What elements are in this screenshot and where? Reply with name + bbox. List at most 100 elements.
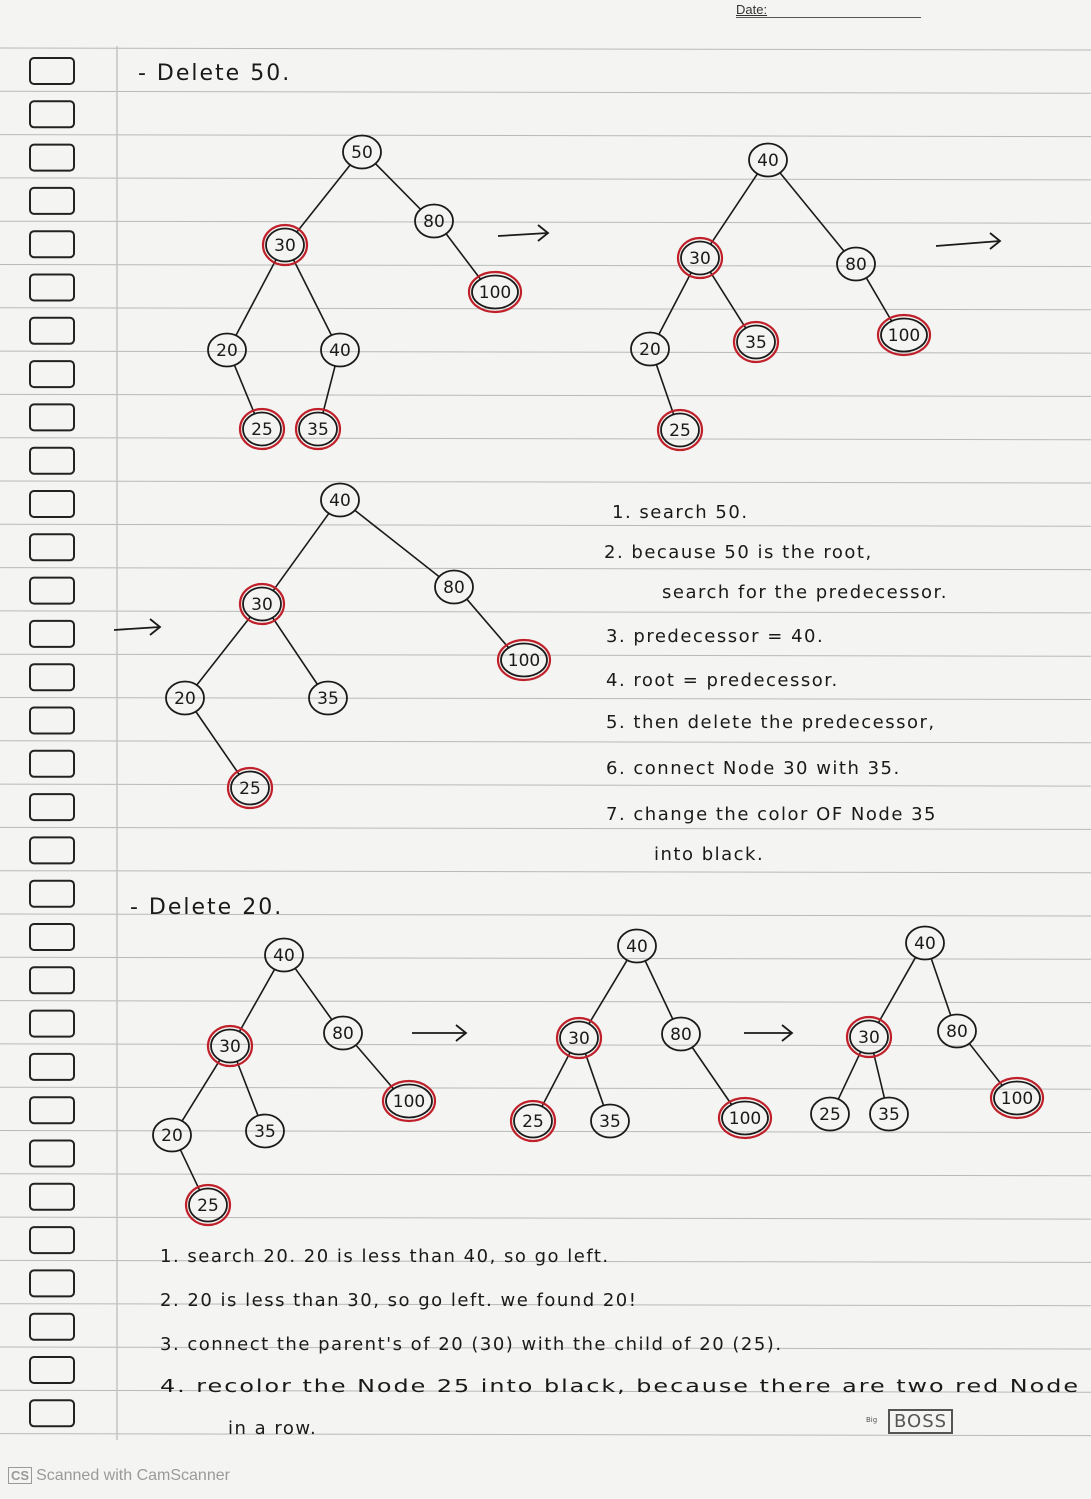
node-label: 40 xyxy=(626,937,648,957)
ruled-line xyxy=(0,264,1091,267)
node-label: 25 xyxy=(239,779,261,799)
step-line: in a row. xyxy=(228,1418,317,1439)
step-line: 2. because 50 is the root, xyxy=(604,542,873,563)
binder-hole xyxy=(29,533,75,562)
tree-node-40: 40 xyxy=(320,482,360,518)
step-line: 4. recolor the Node 25 into black, becau… xyxy=(160,1376,1080,1397)
arrow-head xyxy=(537,224,550,242)
node-label: 100 xyxy=(508,651,540,671)
ruled-line xyxy=(0,913,1091,917)
tree-node-100: 100 xyxy=(876,313,932,357)
tree-node-35: 35 xyxy=(308,680,348,716)
tree-edge xyxy=(179,1149,201,1191)
binder-holes xyxy=(29,57,75,1428)
binder-hole xyxy=(29,1096,75,1125)
tree-edge xyxy=(541,1051,571,1108)
binder-hole xyxy=(29,1182,75,1211)
tree-node-100: 100 xyxy=(467,270,523,314)
binder-hole xyxy=(29,836,75,865)
tree-edge xyxy=(322,365,336,414)
tree-node-35: 35 xyxy=(245,1113,285,1149)
binder-hole xyxy=(29,1009,75,1038)
binder-hole xyxy=(29,360,75,389)
arrows xyxy=(113,224,1002,636)
tree-edge xyxy=(691,1046,733,1106)
node-label: 25 xyxy=(522,1112,544,1132)
tree-node-25: 25 xyxy=(184,1183,232,1227)
arrow-head xyxy=(781,1024,794,1042)
binder-hole xyxy=(29,273,75,302)
arrow xyxy=(113,626,161,631)
tree-edge xyxy=(930,957,952,1017)
tree-edge xyxy=(294,967,333,1021)
ruled-line xyxy=(0,1173,1091,1177)
tree-edge xyxy=(968,1042,1004,1087)
tree-node-80: 80 xyxy=(434,569,474,605)
tree-edge xyxy=(233,364,256,415)
tree-edge xyxy=(272,512,330,592)
tree-edge xyxy=(295,163,352,234)
ruled-line xyxy=(0,480,1091,484)
tree-node-20: 20 xyxy=(165,680,205,716)
step-line: 1. search 50. xyxy=(612,502,749,523)
node-label: 40 xyxy=(329,491,351,511)
arrow xyxy=(935,240,1001,247)
node-label: 40 xyxy=(329,341,351,361)
tree-edge xyxy=(709,271,747,329)
node-label: 80 xyxy=(946,1022,968,1042)
ruled-line xyxy=(0,177,1091,181)
tree-edge xyxy=(877,956,917,1024)
ruled-line xyxy=(0,437,1091,441)
binder-hole xyxy=(29,186,75,215)
node-label: 30 xyxy=(219,1037,241,1057)
node-label: 40 xyxy=(273,946,295,966)
ruled-line xyxy=(0,610,1091,614)
binder-hole xyxy=(29,143,75,172)
tree-edge xyxy=(657,271,693,336)
ruled-line xyxy=(0,1433,1091,1437)
binder-hole xyxy=(29,663,75,692)
ruled-lines xyxy=(0,47,1091,1437)
arrow-head xyxy=(455,1024,468,1042)
ruled-line xyxy=(0,1259,1091,1263)
tree-node-25: 25 xyxy=(238,407,286,451)
node-label: 30 xyxy=(689,249,711,269)
ruled-line xyxy=(0,1216,1091,1220)
tree-edge xyxy=(236,1060,259,1117)
binder-hole xyxy=(29,706,75,735)
binder-hole xyxy=(29,316,75,345)
tree-node-30: 30 xyxy=(206,1024,254,1068)
step-line: 4. root = predecessor. xyxy=(606,670,839,691)
section1-steps: 1. search 50. 2. because 50 is the root,… xyxy=(604,502,946,865)
tree-edge xyxy=(238,968,276,1033)
tree-node-20: 20 xyxy=(207,332,247,368)
node-label: 40 xyxy=(757,151,779,171)
binder-hole xyxy=(29,923,75,951)
tree-node-20: 20 xyxy=(152,1117,192,1153)
node-label: 80 xyxy=(670,1025,692,1045)
tree-node-100: 100 xyxy=(717,1096,773,1140)
node-label: 35 xyxy=(745,333,767,353)
node-label: 30 xyxy=(274,236,296,256)
node-label: 20 xyxy=(639,340,661,360)
tree-node-40: 40 xyxy=(320,332,360,368)
tree-edge xyxy=(709,172,759,246)
tree-node-80: 80 xyxy=(323,1015,363,1051)
tree-node-25: 25 xyxy=(656,408,704,452)
tree-node-80: 80 xyxy=(937,1013,977,1049)
tree-edge xyxy=(837,1051,862,1100)
tree-edge xyxy=(872,1052,886,1099)
binder-hole xyxy=(29,490,75,518)
binder-hole xyxy=(29,1356,75,1384)
binder-hole xyxy=(29,1399,75,1428)
binder-hole xyxy=(29,230,75,259)
step-line: 6. connect Node 30 with 35. xyxy=(606,758,901,779)
date-label: Date: xyxy=(736,2,768,17)
ruled-line xyxy=(0,350,1091,354)
ruled-line xyxy=(0,307,1091,311)
arrow xyxy=(497,232,549,237)
